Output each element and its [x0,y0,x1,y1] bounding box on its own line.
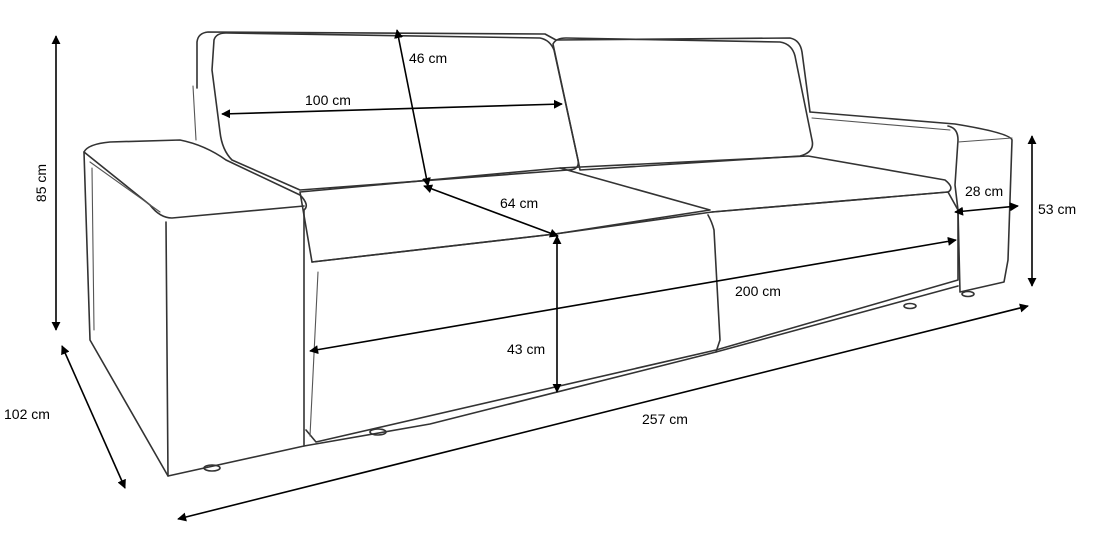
left-back-cushion [211,32,580,191]
seat-height-label: 43 cm [507,341,545,357]
right-back-cushion [552,37,814,171]
total-width-label: 257 cm [642,411,688,427]
left-armrest-front [165,221,169,477]
seat-width-label: 200 cm [735,283,781,299]
seat-depth-arrow [423,184,559,238]
seat-depth-label: 64 cm [500,195,538,211]
armrest-width-label: 28 cm [965,183,1003,199]
seat-width-arrow [309,236,957,355]
backrest-width-label: 100 cm [305,92,351,108]
back-frame [196,31,811,113]
left-armrest-top [83,151,305,219]
dimension-lines [51,29,1037,522]
left-armrest [83,139,308,477]
backrest-height-label: 46 cm [409,50,447,66]
armrest-height-label: 53 cm [1038,201,1076,217]
total-depth-arrow [61,345,126,489]
seat-cushion-left [299,167,711,263]
total-width-arrow [177,303,1029,522]
seat-divider [707,214,721,353]
dimension-labels: 85 cm 102 cm 257 cm 46 cm 100 cm 64 cm 2… [4,50,1076,427]
right-armrest [809,111,1013,293]
armrest-width-arrow [954,202,1019,216]
backrest-width-arrow [221,99,563,119]
total-depth-label: 102 cm [4,406,50,422]
foot-back [961,290,975,298]
foot-right [903,302,917,310]
total-height-label: 85 cm [33,164,49,202]
